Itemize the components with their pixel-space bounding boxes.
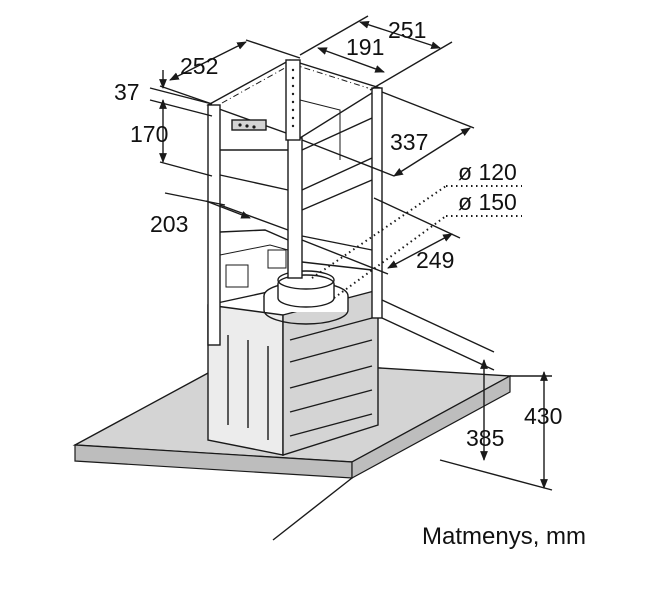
dim-191: 191 — [346, 34, 384, 60]
dim-249: 249 — [416, 247, 454, 273]
duct-collar — [263, 270, 349, 325]
chimney-frame — [206, 59, 383, 346]
dim-diameter-150: ø 150 — [458, 189, 517, 215]
caption-units: Matmenys, mm — [422, 523, 586, 550]
dim-430: 430 — [524, 403, 562, 429]
dim-diameter-120: ø 120 — [458, 159, 517, 185]
dim-252: 252 — [180, 53, 218, 79]
motor-housing — [207, 284, 379, 456]
dim-170: 170 — [130, 121, 168, 147]
dim-385: 385 — [466, 425, 504, 451]
dim-37: 37 — [114, 79, 140, 105]
dimension-lines — [149, 15, 553, 491]
dim-251: 251 — [388, 17, 426, 43]
perforation-dots — [291, 68, 295, 128]
dim-337: 337 — [390, 129, 428, 155]
dimension-labels: 251 191 252 37 170 337 ø 120 ø 150 203 2… — [114, 17, 586, 550]
dim-203: 203 — [150, 211, 188, 237]
